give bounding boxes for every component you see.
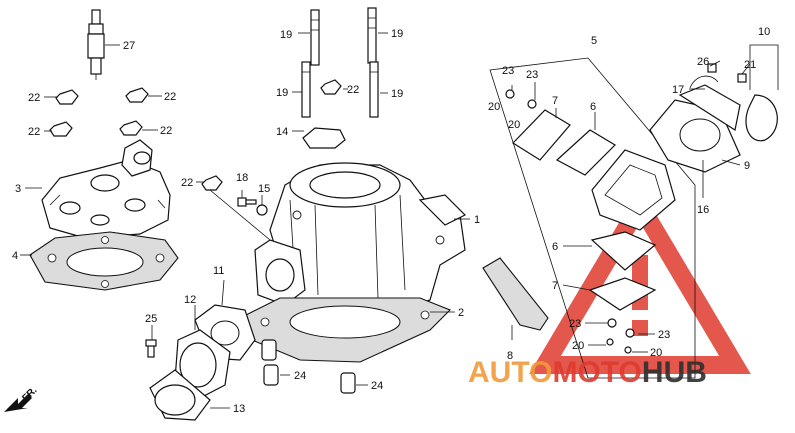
label-18: 18	[236, 172, 248, 184]
label-20d: 20	[650, 347, 662, 359]
label-10: 10	[758, 26, 770, 38]
reed-assembly	[482, 57, 778, 379]
label-17: 17	[672, 84, 684, 96]
label-26: 26	[697, 56, 709, 68]
bolt-and-washer	[237, 197, 268, 216]
label-5: 5	[591, 35, 597, 47]
label-24a: 24	[294, 370, 306, 382]
label-7b: 7	[552, 280, 558, 292]
label-14: 14	[276, 126, 288, 138]
label-22c: 22	[28, 126, 40, 138]
reed-hardware	[505, 63, 747, 354]
clamp-plate	[302, 127, 346, 149]
cylinder	[254, 162, 467, 316]
label-6a: 6	[590, 101, 596, 113]
label-24b: 24	[371, 380, 383, 392]
label-22a: 22	[28, 92, 40, 104]
watermark-moto: MOTO	[552, 356, 641, 389]
label-20a: 20	[488, 101, 500, 113]
label-6b: 6	[552, 241, 558, 253]
label-4: 4	[12, 250, 18, 262]
label-15: 15	[258, 183, 270, 195]
base-gasket	[239, 297, 451, 363]
label-20c: 20	[572, 340, 584, 352]
label-23a: 23	[502, 65, 514, 77]
label-20b: 20	[508, 119, 520, 131]
label-3: 3	[15, 183, 21, 195]
label-22d: 22	[160, 125, 172, 137]
studs	[301, 7, 379, 118]
label-23d: 23	[658, 329, 670, 341]
label-21: 21	[744, 59, 756, 71]
label-22e: 22	[181, 177, 193, 189]
label-16: 16	[697, 204, 709, 216]
label-8: 8	[507, 350, 513, 362]
dowel-pins	[261, 339, 356, 394]
label-27: 27	[123, 40, 135, 52]
front-direction-arrow: FR.	[4, 385, 40, 412]
head-gasket	[29, 231, 179, 291]
label-2: 2	[458, 307, 464, 319]
label-12: 12	[184, 294, 196, 306]
label-25: 25	[145, 313, 157, 325]
label-9: 9	[744, 160, 750, 172]
nut-small	[201, 175, 223, 191]
cylinder-head	[41, 139, 171, 239]
label-19b: 19	[391, 28, 403, 40]
label-19c: 19	[276, 87, 288, 99]
label-11: 11	[213, 265, 224, 277]
svg-text:AUTOMOTOHUB: AUTOMOTOHUB	[468, 356, 707, 389]
label-19a: 19	[280, 29, 292, 41]
label-13: 13	[233, 403, 245, 415]
exhaust-joint	[145, 304, 256, 421]
leader-lines	[20, 32, 779, 409]
nut-stud	[320, 79, 342, 95]
head-nuts	[49, 87, 149, 137]
label-23b: 23	[526, 69, 538, 81]
label-7a: 7	[552, 95, 558, 107]
part-labels: 27 22 22 22 22 3 4 22 18 15 19 19 19 19 …	[12, 26, 770, 415]
watermark-logo: AUTOMOTOHUB	[468, 356, 707, 389]
spark-plug	[87, 9, 105, 80]
label-22b: 22	[164, 91, 176, 103]
watermark-hub: HUB	[642, 356, 707, 389]
label-1: 1	[474, 214, 480, 226]
label-23c: 23	[569, 318, 581, 330]
label-19d: 19	[391, 88, 403, 100]
watermark-auto: AUTO	[468, 356, 552, 389]
label-22f: 22	[347, 84, 359, 96]
